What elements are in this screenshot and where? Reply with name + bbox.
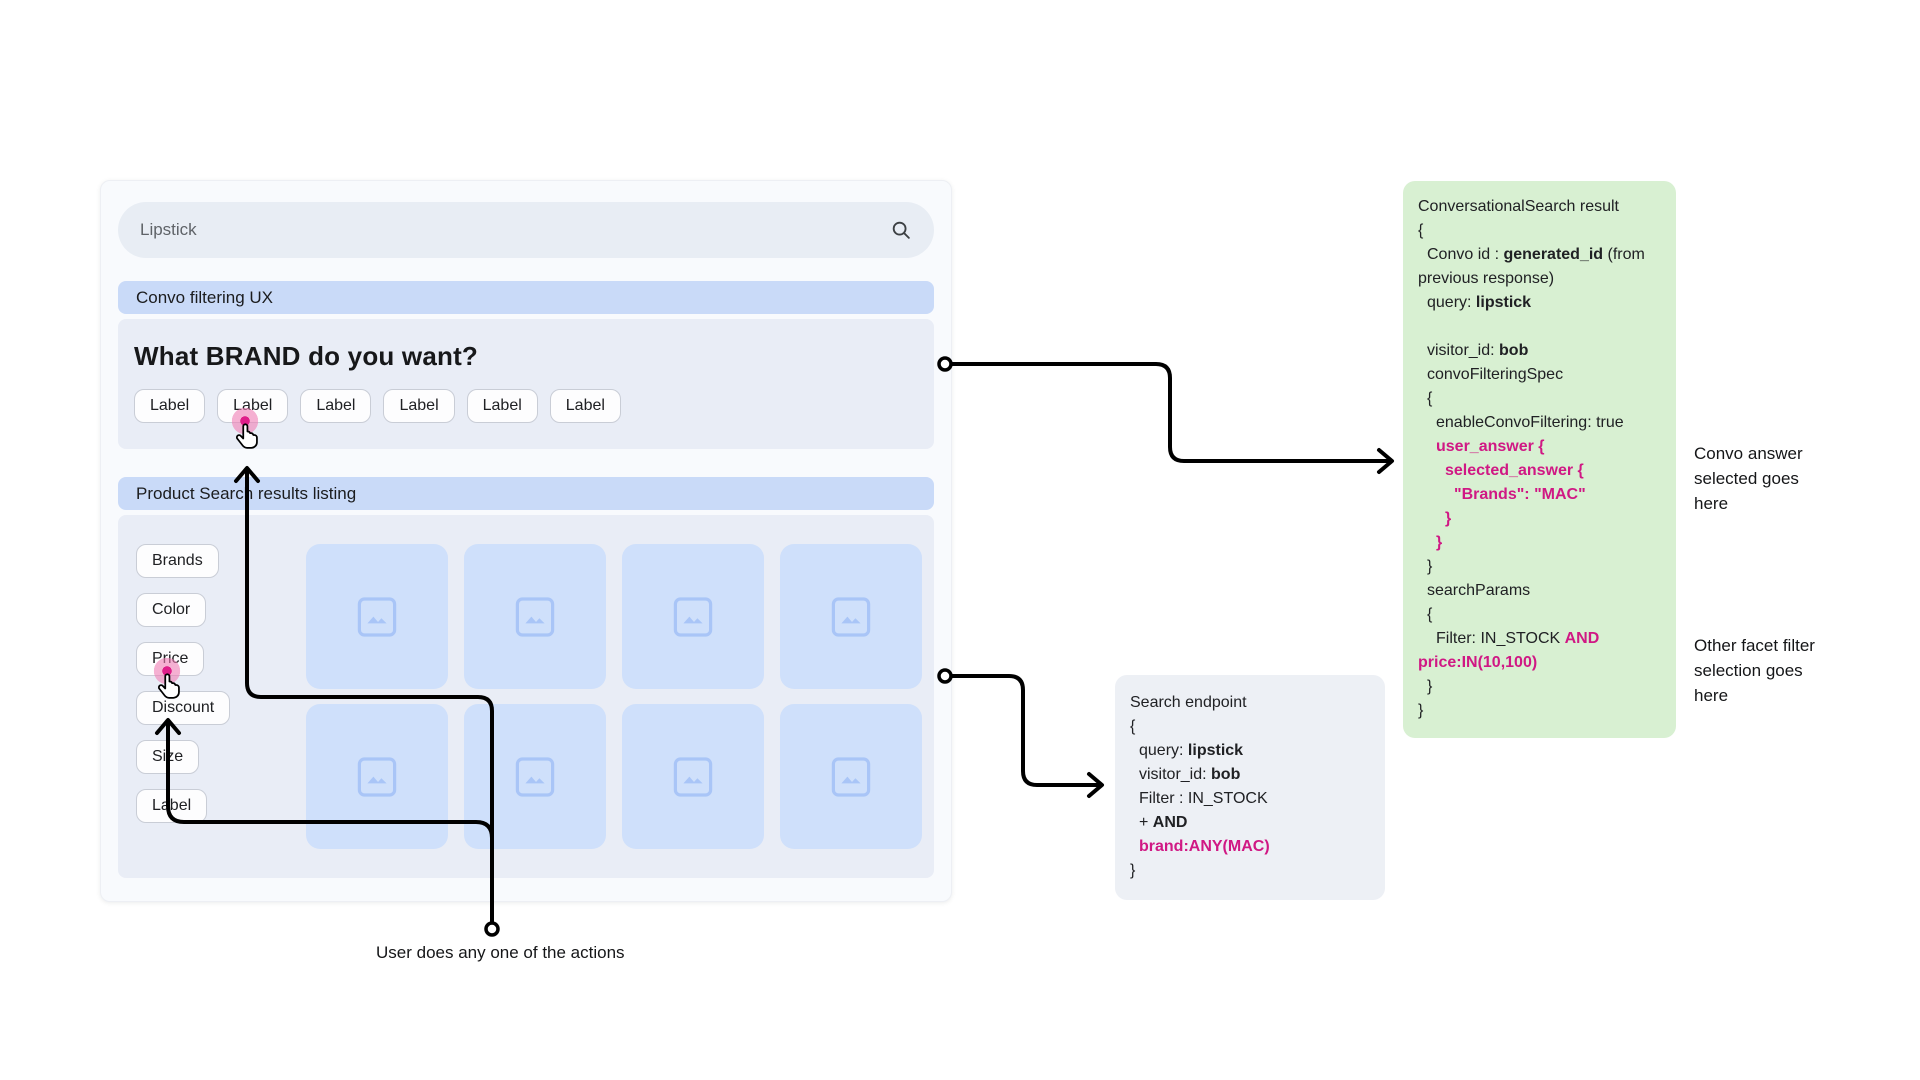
image-placeholder-icon <box>357 756 397 797</box>
code-line: query: lipstick <box>1427 294 1532 311</box>
product-tile[interactable] <box>306 544 448 689</box>
facet-filter-button[interactable]: Brands <box>136 544 219 578</box>
search-endpoint-block: Search endpoint {query: lipstick visitor_i… <box>1115 675 1385 900</box>
product-tile[interactable] <box>464 544 606 689</box>
image-placeholder-icon <box>357 596 397 637</box>
code-line: Filter: IN_STOCK AND <box>1436 630 1600 647</box>
code-line: } <box>1427 558 1433 575</box>
arrowhead-green <box>1377 448 1394 474</box>
product-tile[interactable] <box>306 704 448 849</box>
code-line: "Brands": "MAC" <box>1454 486 1586 503</box>
search-input[interactable]: Lipstick <box>118 202 934 258</box>
answer-chip[interactable]: Label <box>134 389 206 423</box>
arrowhead-gray <box>1087 772 1104 798</box>
image-placeholder-icon <box>515 756 555 797</box>
connector-results-to-gray <box>949 674 1102 787</box>
code-line: { <box>1427 390 1433 407</box>
image-placeholder-icon <box>831 756 871 797</box>
code-line: } <box>1436 534 1443 551</box>
product-tile[interactable] <box>622 544 764 689</box>
code-line: previous response) <box>1418 270 1555 287</box>
facet-filter-button[interactable]: Price <box>136 642 205 676</box>
conversational-search-result-block: ConversationalSearch result{Convo id : g… <box>1403 181 1676 738</box>
answer-chip[interactable]: Label <box>300 389 372 423</box>
annotation-convo-answer: Convo answer selected goes here <box>1694 444 1803 513</box>
answer-chip[interactable]: Label <box>466 389 538 423</box>
search-query-text: Lipstick <box>140 220 197 239</box>
facet-filter-button[interactable]: Size <box>136 740 200 774</box>
section-banner-convo-filtering: Convo filtering UX <box>118 281 934 314</box>
answer-chip[interactable]: Label <box>383 389 455 423</box>
answer-chip-row: Label Label Label Label Label Label <box>134 389 621 423</box>
question-title: What BRAND do you want? <box>134 341 479 371</box>
connector-convo-to-green <box>949 362 1392 463</box>
product-grid <box>306 544 922 849</box>
search-ui-mockup: Lipstick Convo filtering UX What BRAND d… <box>100 180 952 902</box>
code-line: + AND <box>1139 814 1188 831</box>
product-tile[interactable] <box>780 544 922 689</box>
code-line: Filter : IN_STOCK <box>1139 790 1268 807</box>
answer-chip[interactable]: Label <box>217 389 289 423</box>
code-line: ConversationalSearch result <box>1418 198 1619 215</box>
code-line: searchParams <box>1427 582 1531 599</box>
answer-chip[interactable]: Label <box>549 389 621 423</box>
code-line: enableConvoFiltering: true <box>1436 414 1624 431</box>
product-tile[interactable] <box>464 704 606 849</box>
image-placeholder-icon <box>673 756 713 797</box>
code-line: } <box>1427 678 1433 695</box>
code-line: brand:ANY(MAC) <box>1139 838 1270 855</box>
code-line: } <box>1445 510 1452 527</box>
code-line: user_answer { <box>1436 438 1545 455</box>
code-line: Convo id : generated_id (from <box>1427 246 1645 263</box>
search-icon[interactable] <box>890 219 912 241</box>
image-placeholder-icon <box>673 596 713 637</box>
facet-filter-button[interactable]: Discount <box>136 691 231 725</box>
code-line: Search endpoint <box>1130 694 1247 711</box>
code-line: price:IN(10,100) <box>1418 654 1538 671</box>
image-placeholder-icon <box>515 596 555 637</box>
section-banner-results-listing: Product Search results listing <box>118 477 934 510</box>
product-tile[interactable] <box>622 704 764 849</box>
code-line: visitor_id: bob <box>1139 766 1241 783</box>
code-line: } <box>1418 702 1424 719</box>
code-line: selected_answer { <box>1445 462 1584 479</box>
code-line: query: lipstick <box>1139 742 1244 759</box>
code-line: { <box>1418 222 1424 239</box>
code-line: convoFilteringSpec <box>1427 366 1564 383</box>
image-placeholder-icon <box>831 596 871 637</box>
facet-filter-button[interactable]: Label <box>136 789 208 823</box>
annotation-other-facet: Other facet filter selection goes here <box>1694 636 1815 705</box>
facet-filter-button[interactable]: Color <box>136 593 207 627</box>
product-tile[interactable] <box>780 704 922 849</box>
code-line: { <box>1130 718 1136 735</box>
connector-dot-user <box>484 921 500 937</box>
code-line: visitor_id: bob <box>1427 342 1529 359</box>
code-line <box>1418 315 1661 339</box>
code-line: } <box>1130 862 1136 879</box>
code-line: { <box>1427 606 1433 623</box>
annotation-user-action: User does any one of the actions <box>376 943 625 962</box>
